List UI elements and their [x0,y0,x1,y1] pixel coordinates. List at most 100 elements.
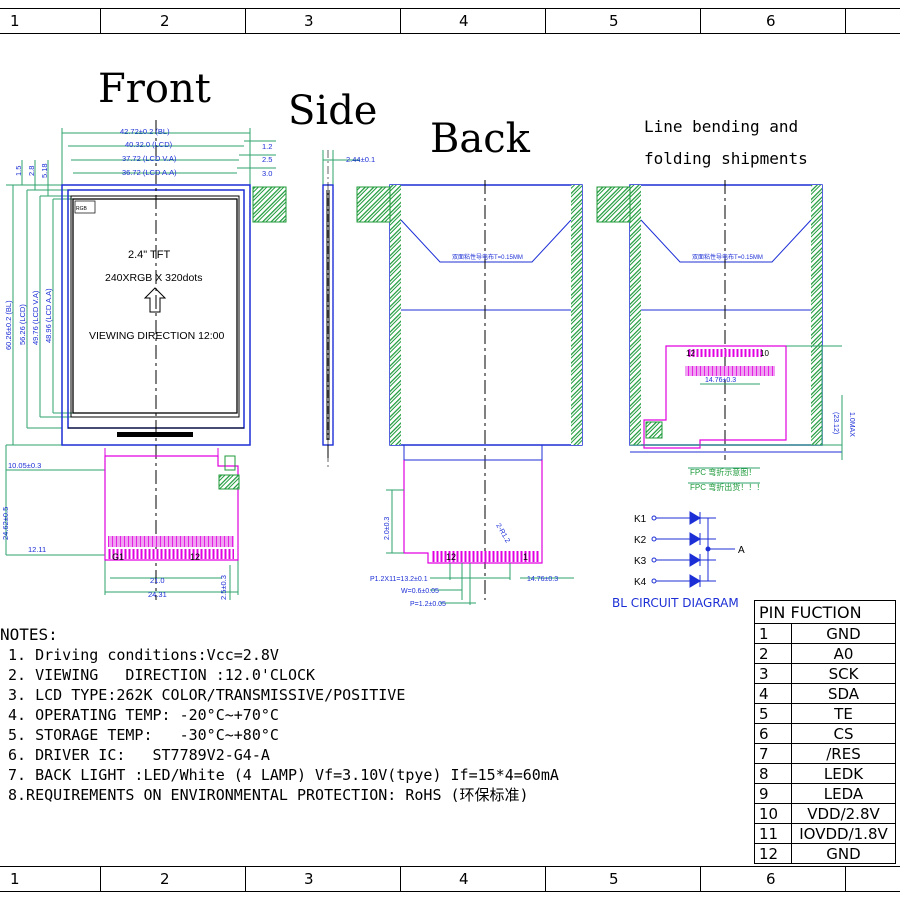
dim-width-lcd: 40.32.0 (LCD) [125,140,173,149]
back-depth: 2.0±0.3 [384,517,391,540]
dim-fpc-total: 24.62±0.5 [1,507,10,540]
bl-anode: A [738,545,745,556]
front-pin-left: G1 [112,552,124,562]
dim-left-2: 2.8 [27,166,36,176]
pin-number: 4 [754,683,792,704]
back-view [356,180,583,605]
pin-number: 3 [754,663,792,684]
note-item: 5. STORAGE TEMP: -30°C~+80°C [8,726,279,744]
panel-resolution: 240XRGB X 320dots [105,272,202,284]
pin-header: PIN [759,602,786,622]
pin-function: A0 [791,643,896,664]
grid-number: 4 [459,12,469,30]
back-angle: 2-R1.2 [494,523,511,545]
note-item: 8.REQUIREMENTS ON ENVIRONMENTAL PROTECTI… [8,786,529,804]
grid-number: 6 [766,870,776,888]
back-pin-left: 12 [446,552,456,562]
back-w: W=0.6±0.05 [401,588,439,595]
back-pad-width: 14.76±0.3 [527,576,558,583]
note-item: 3. LCD TYPE:262K COLOR/TRANSMISSIVE/POSI… [8,686,406,704]
panel-size: 2.4" TFT [128,249,170,261]
pin-number: 12 [754,843,792,864]
pin-function: TE [791,703,896,724]
front-pin-right: 12 [190,552,200,562]
pin-number: 10 [754,803,792,824]
pin-number: 5 [754,703,792,724]
pin-function: SCK [791,663,896,684]
note-item: 1. Driving conditions:Vcc=2.8V [8,646,279,664]
pin-number: 1 [754,623,792,644]
note-item: 4. OPERATING TEMP: -20°C~+70°C [8,706,279,724]
grid-number: 5 [609,12,619,30]
bl-circuit-title: BL CIRCUIT DIAGRAM [612,596,739,610]
back-pin-right: 1 [523,552,528,562]
grid-number: 3 [304,870,314,888]
ship-pin-right: 10 [760,349,769,358]
ship-height: (23.12) [832,412,839,434]
side-thickness: 2.44±0.1 [346,155,375,164]
pin-function: /RES [791,743,896,764]
dim-height-lcd: 56.26 (LCD) [18,304,27,345]
ship-fpc-note2: FPC 弯折出货！！！ [690,482,764,492]
dim-right-3: 3.0 [262,169,272,178]
shipment-title-line1: Line bending and [644,117,799,136]
table-row: 7/RES [754,743,896,764]
dim-fpc-x: 10.05±0.3 [8,461,41,470]
ship-tape-note: 双面粘性导电布T=0.15MM [692,253,763,261]
front-view-title: Front [98,66,211,112]
dim-right-1: 1.2 [262,142,272,151]
dim-width-va: 37.72 (LCD V.A) [122,154,177,163]
dim-height-aa: 48.96 (LCD A.A) [44,288,53,343]
dim-right-2: 2.5 [262,155,272,164]
bl-k4: K4 [634,577,647,588]
note-item: 7. BACK LIGHT :LED/White (4 LAMP) Vf=3.1… [8,766,559,784]
bl-k3: K3 [634,556,647,567]
back-view-title: Back [430,116,530,162]
bl-circuit [651,511,735,588]
dim-fpc-w1: 21.0 [150,576,165,585]
front-view [5,120,287,600]
notes-heading: NOTES: [0,625,58,644]
pin-number: 11 [754,823,792,844]
function-header: FUCTION [790,602,862,622]
ship-max: 1.0MAX [848,412,855,437]
shipment-view [596,180,843,484]
side-view-title: Side [288,88,378,134]
panel-view-direction: VIEWING DIRECTION 12:00 [89,330,225,342]
dim-width-aa: 36.72 (LCD A.A) [122,168,177,177]
note-item: 6. DRIVER IC: ST7789V2-G4-A [8,746,270,764]
dim-left-1: 1.5 [14,166,23,176]
pin-number: 2 [754,643,792,664]
notes-block: NOTES: 1. Driving conditions:Vcc=2.8V 2.… [0,625,559,805]
panel-rgb: RGB [76,206,88,212]
pin-function: LEDA [791,783,896,804]
shipment-title-line2: folding shipments [644,149,808,168]
note-item: 2. VIEWING DIRECTION :12.0'CLOCK [8,666,316,684]
dim-fpc-left: 12.11 [28,545,46,554]
grid-number: 1 [10,870,20,888]
pin-function: LEDK [791,763,896,784]
pin-table-header: PIN FUCTION [754,600,896,624]
grid-number: 2 [160,870,170,888]
pin-function: GND [791,623,896,644]
pin-function: VDD/2.8V [791,803,896,824]
pin-number: 7 [754,743,792,764]
pin-number: 8 [754,763,792,784]
grid-bar-bottom: 1 2 3 4 5 6 [0,866,900,892]
grid-number: 1 [10,12,20,30]
pin-function: SDA [791,683,896,704]
side-view [322,150,360,470]
pin-function: GND [791,843,896,864]
pin-function: IOVDD/1.8V [791,823,896,844]
grid-number: 5 [609,870,619,888]
